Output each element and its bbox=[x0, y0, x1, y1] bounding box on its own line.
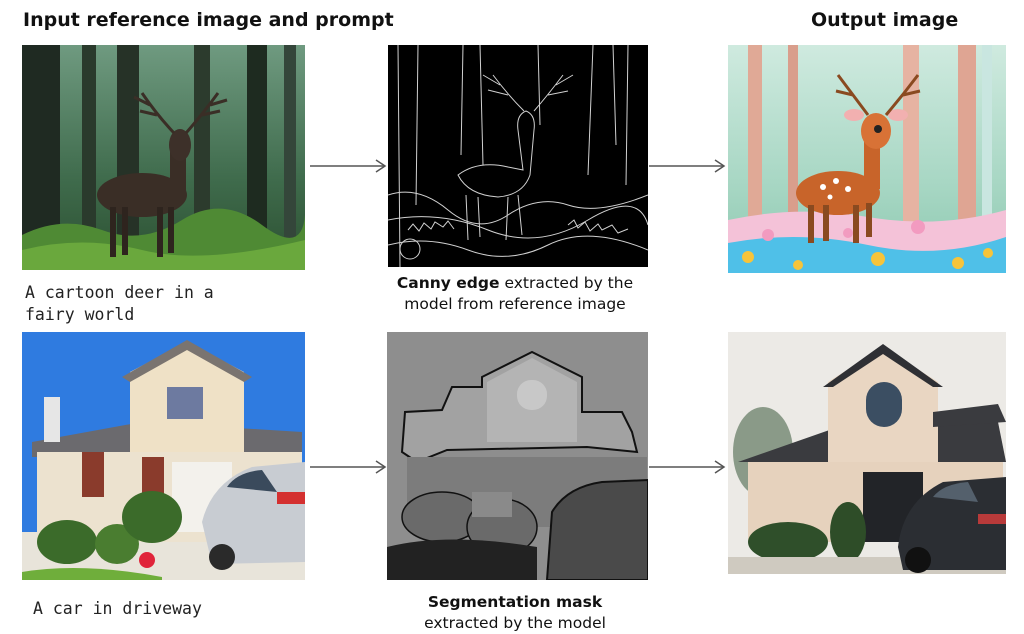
house-photo-image bbox=[22, 332, 305, 580]
output-column-header: Output image bbox=[811, 9, 959, 31]
prompt-text-line: A cartoon deer in a bbox=[25, 283, 214, 302]
arrow-icon bbox=[649, 460, 726, 474]
cartoon-deer-output-image bbox=[728, 45, 1006, 273]
caption-bold: Segmentation mask bbox=[427, 593, 603, 611]
input-column-header: Input reference image and prompt bbox=[23, 9, 394, 31]
deer-photo-image bbox=[22, 45, 305, 270]
segmentation-mask-image bbox=[387, 332, 648, 580]
caption-text: model from reference image bbox=[404, 295, 626, 313]
canny-edge-image bbox=[388, 45, 648, 267]
caption-text: extracted by the model bbox=[424, 614, 606, 632]
prompt-text-line: A car in driveway bbox=[33, 599, 202, 618]
prompt-text-line: fairy world bbox=[25, 305, 135, 324]
segmentation-mask-caption: Segmentation mask extracted by the model bbox=[380, 592, 650, 634]
house-output-image bbox=[728, 332, 1006, 574]
arrow-icon bbox=[649, 159, 726, 173]
caption-text: extracted by the bbox=[499, 274, 634, 292]
arrow-icon bbox=[310, 159, 387, 173]
canny-edge-caption: Canny edge extracted by the model from r… bbox=[380, 273, 650, 315]
arrow-icon bbox=[310, 460, 387, 474]
caption-bold: Canny edge bbox=[396, 274, 500, 292]
